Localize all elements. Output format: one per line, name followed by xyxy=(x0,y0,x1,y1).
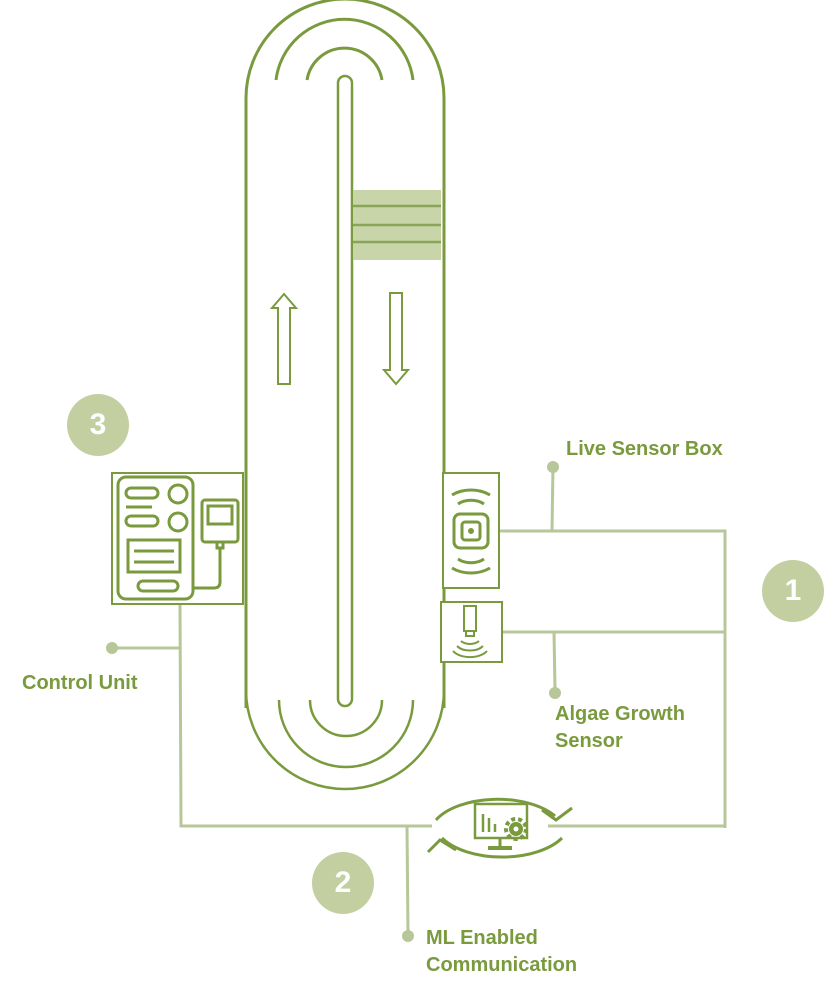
algae-growth-sensor-label-line2: Sensor xyxy=(555,730,623,752)
control-unit-label: Control Unit xyxy=(22,672,138,694)
ml-communication-label-line2: Communication xyxy=(426,954,578,976)
step-badge-2: 2 xyxy=(312,852,374,914)
wireless-sensor-icon xyxy=(442,472,500,589)
center-baffle xyxy=(336,74,354,708)
connector-dots xyxy=(106,461,561,942)
top-wave-icon xyxy=(274,17,415,81)
bottom-wave-icon xyxy=(277,699,415,769)
step-badge-1: 1 xyxy=(762,560,824,622)
connector-lines xyxy=(115,465,727,936)
algae-growth-sensor-label: Algae Growth Sensor xyxy=(555,701,685,755)
arrow-down-icon xyxy=(381,292,411,386)
monitor-gear-cycle-icon xyxy=(426,797,573,859)
step-badge-3: 3 xyxy=(67,394,129,456)
ml-communication-label-line1: ML Enabled xyxy=(426,927,538,949)
algae-band xyxy=(353,190,441,260)
algae-growth-sensor-label-line1: Algae Growth xyxy=(555,703,686,725)
arrow-up-icon xyxy=(269,292,299,385)
ml-communication-label: ML Enabled Communication xyxy=(426,925,577,979)
control-panel-icon xyxy=(111,472,244,605)
optical-probe-icon xyxy=(440,601,503,663)
reactor-tube xyxy=(244,0,446,791)
live-sensor-box-label: Live Sensor Box xyxy=(566,438,723,460)
